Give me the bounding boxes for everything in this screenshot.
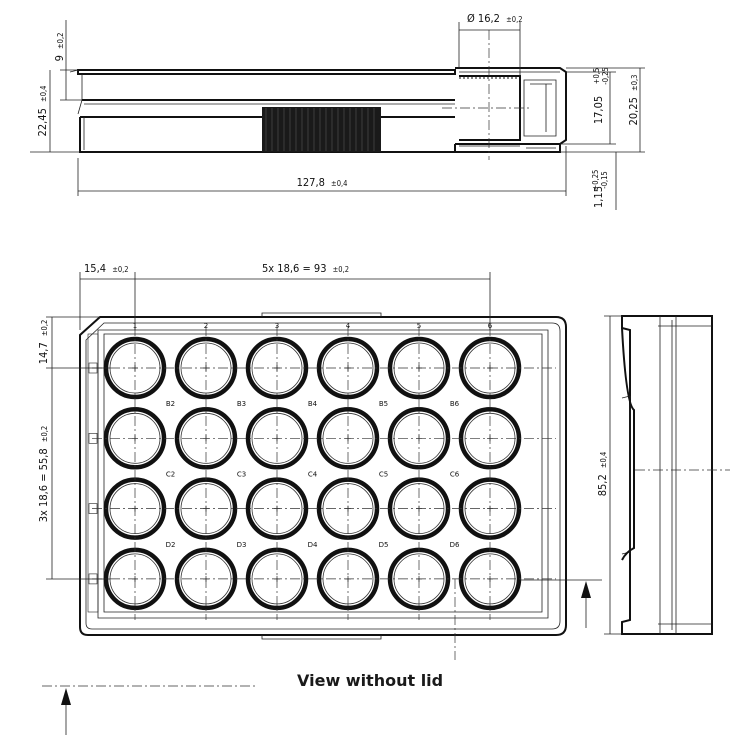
well-label-b6: B6: [450, 400, 460, 408]
side-grip-ribs: [262, 107, 381, 152]
svg-text:15,4 ±0,2: 15,4 ±0,2: [84, 262, 129, 275]
top-dim-offset-y-tol: ±0,2: [40, 320, 49, 336]
section-marker: [42, 685, 258, 735]
side-dim-height-top: 9: [53, 55, 66, 61]
svg-text:3x 18,6 = 55,8 ±0,2: 3x 18,6 = 55,8 ±0,2: [37, 426, 50, 522]
svg-text:17,05: 17,05: [592, 96, 605, 124]
well-center-lines: [92, 326, 556, 620]
side-dim-plate-height-tol: ±0,3: [630, 75, 639, 91]
well-label-c2: C2: [166, 470, 175, 478]
side-dim-well-diameter: Ø 16,2: [467, 12, 500, 25]
top-dim-pitch-y: 3x 18,6 = 55,8: [37, 448, 50, 522]
top-dim-pitch-x-tol: ±0,2: [333, 265, 349, 274]
well-label-c5: C5: [379, 470, 388, 478]
end-view-outline: [621, 315, 713, 635]
top-dim-pitch-x: 5x 18,6 = 93: [262, 262, 327, 275]
side-lid-outline: [77, 69, 456, 75]
svg-text:22,45 ±0,4: 22,45 ±0,4: [36, 86, 49, 137]
well-label-d2: D2: [166, 541, 176, 549]
side-dim-bottom-tol-lower: -0,15: [600, 171, 609, 188]
well-label-d5: D5: [379, 541, 389, 549]
end-view: 85,2 ±0,4: [596, 315, 730, 635]
side-dim-well-depth-tol-lower: -0,25: [601, 67, 610, 84]
top-dim-offset-y: 14,7: [37, 342, 50, 364]
well-label-b2: B2: [166, 400, 175, 408]
side-dim-bottom-tol-upper: +0,25: [591, 170, 600, 191]
top-dim-offset-x: 15,4: [84, 262, 106, 275]
side-dim-plate-height: 20,25: [627, 97, 640, 125]
well-label-b3: B3: [237, 400, 246, 408]
side-dim-well-diameter-tol: ±0,2: [506, 15, 522, 24]
svg-text:20,25 ±0,3: 20,25 ±0,3: [627, 75, 640, 126]
svg-text:9 ±0,2: 9 ±0,2: [53, 33, 66, 62]
well-label-b5: B5: [379, 400, 388, 408]
side-dim-length-tol: ±0,4: [331, 179, 347, 188]
well-label-d6: D6: [450, 541, 460, 549]
side-dim-length: 127,8: [297, 176, 325, 189]
svg-text:5x 18,6 = 93 ±0,2: 5x 18,6 = 93 ±0,2: [262, 262, 349, 275]
side-dim-well-depth: 17,05: [592, 96, 605, 124]
section-arrow-up: [61, 688, 71, 705]
well-inner-ring: [251, 412, 303, 464]
side-dim-bottom: 1,15: [592, 186, 605, 208]
caption-view-without-lid: View without lid: [297, 671, 444, 690]
side-dim-well-depth-tol-upper: +0,5: [592, 68, 601, 84]
side-view: 9 ±0,2 22,45 ±0,4 127,8 ±0,4 Ø 16,2 ±0,2: [30, 12, 645, 210]
top-dim-pitch-y-tol: ±0,2: [40, 426, 49, 442]
top-plate-outline: [79, 316, 567, 636]
svg-text:Ø 16,2 ±0,2: Ø 16,2 ±0,2: [467, 12, 523, 25]
well-label-d3: D3: [237, 541, 247, 549]
well-label-c4: C4: [308, 470, 318, 478]
side-section-cut: [454, 67, 567, 153]
row-markers: ABCD: [88, 362, 98, 585]
well-label-d4: D4: [308, 541, 318, 549]
side-dim-height-total: 22,45: [36, 108, 49, 136]
side-dim-height-total-tol: ±0,4: [39, 86, 48, 102]
svg-text:85,2 ±0,4: 85,2 ±0,4: [596, 452, 609, 497]
svg-text:127,8 ±0,4: 127,8 ±0,4: [297, 176, 348, 189]
svg-text:1,15: 1,15: [592, 186, 605, 208]
side-dim-height-top-tol: ±0,2: [56, 33, 65, 49]
end-dim-width-tol: ±0,4: [599, 452, 608, 468]
top-dim-offset-x-tol: ±0,2: [112, 265, 128, 274]
well-label-c6: C6: [450, 470, 460, 478]
section-arrow-right: [581, 581, 591, 598]
end-dim-width: 85,2: [596, 474, 609, 496]
svg-text:14,7 ±0,2: 14,7 ±0,2: [37, 320, 50, 365]
well-label-c3: C3: [237, 470, 246, 478]
well-label-b4: B4: [308, 400, 318, 408]
